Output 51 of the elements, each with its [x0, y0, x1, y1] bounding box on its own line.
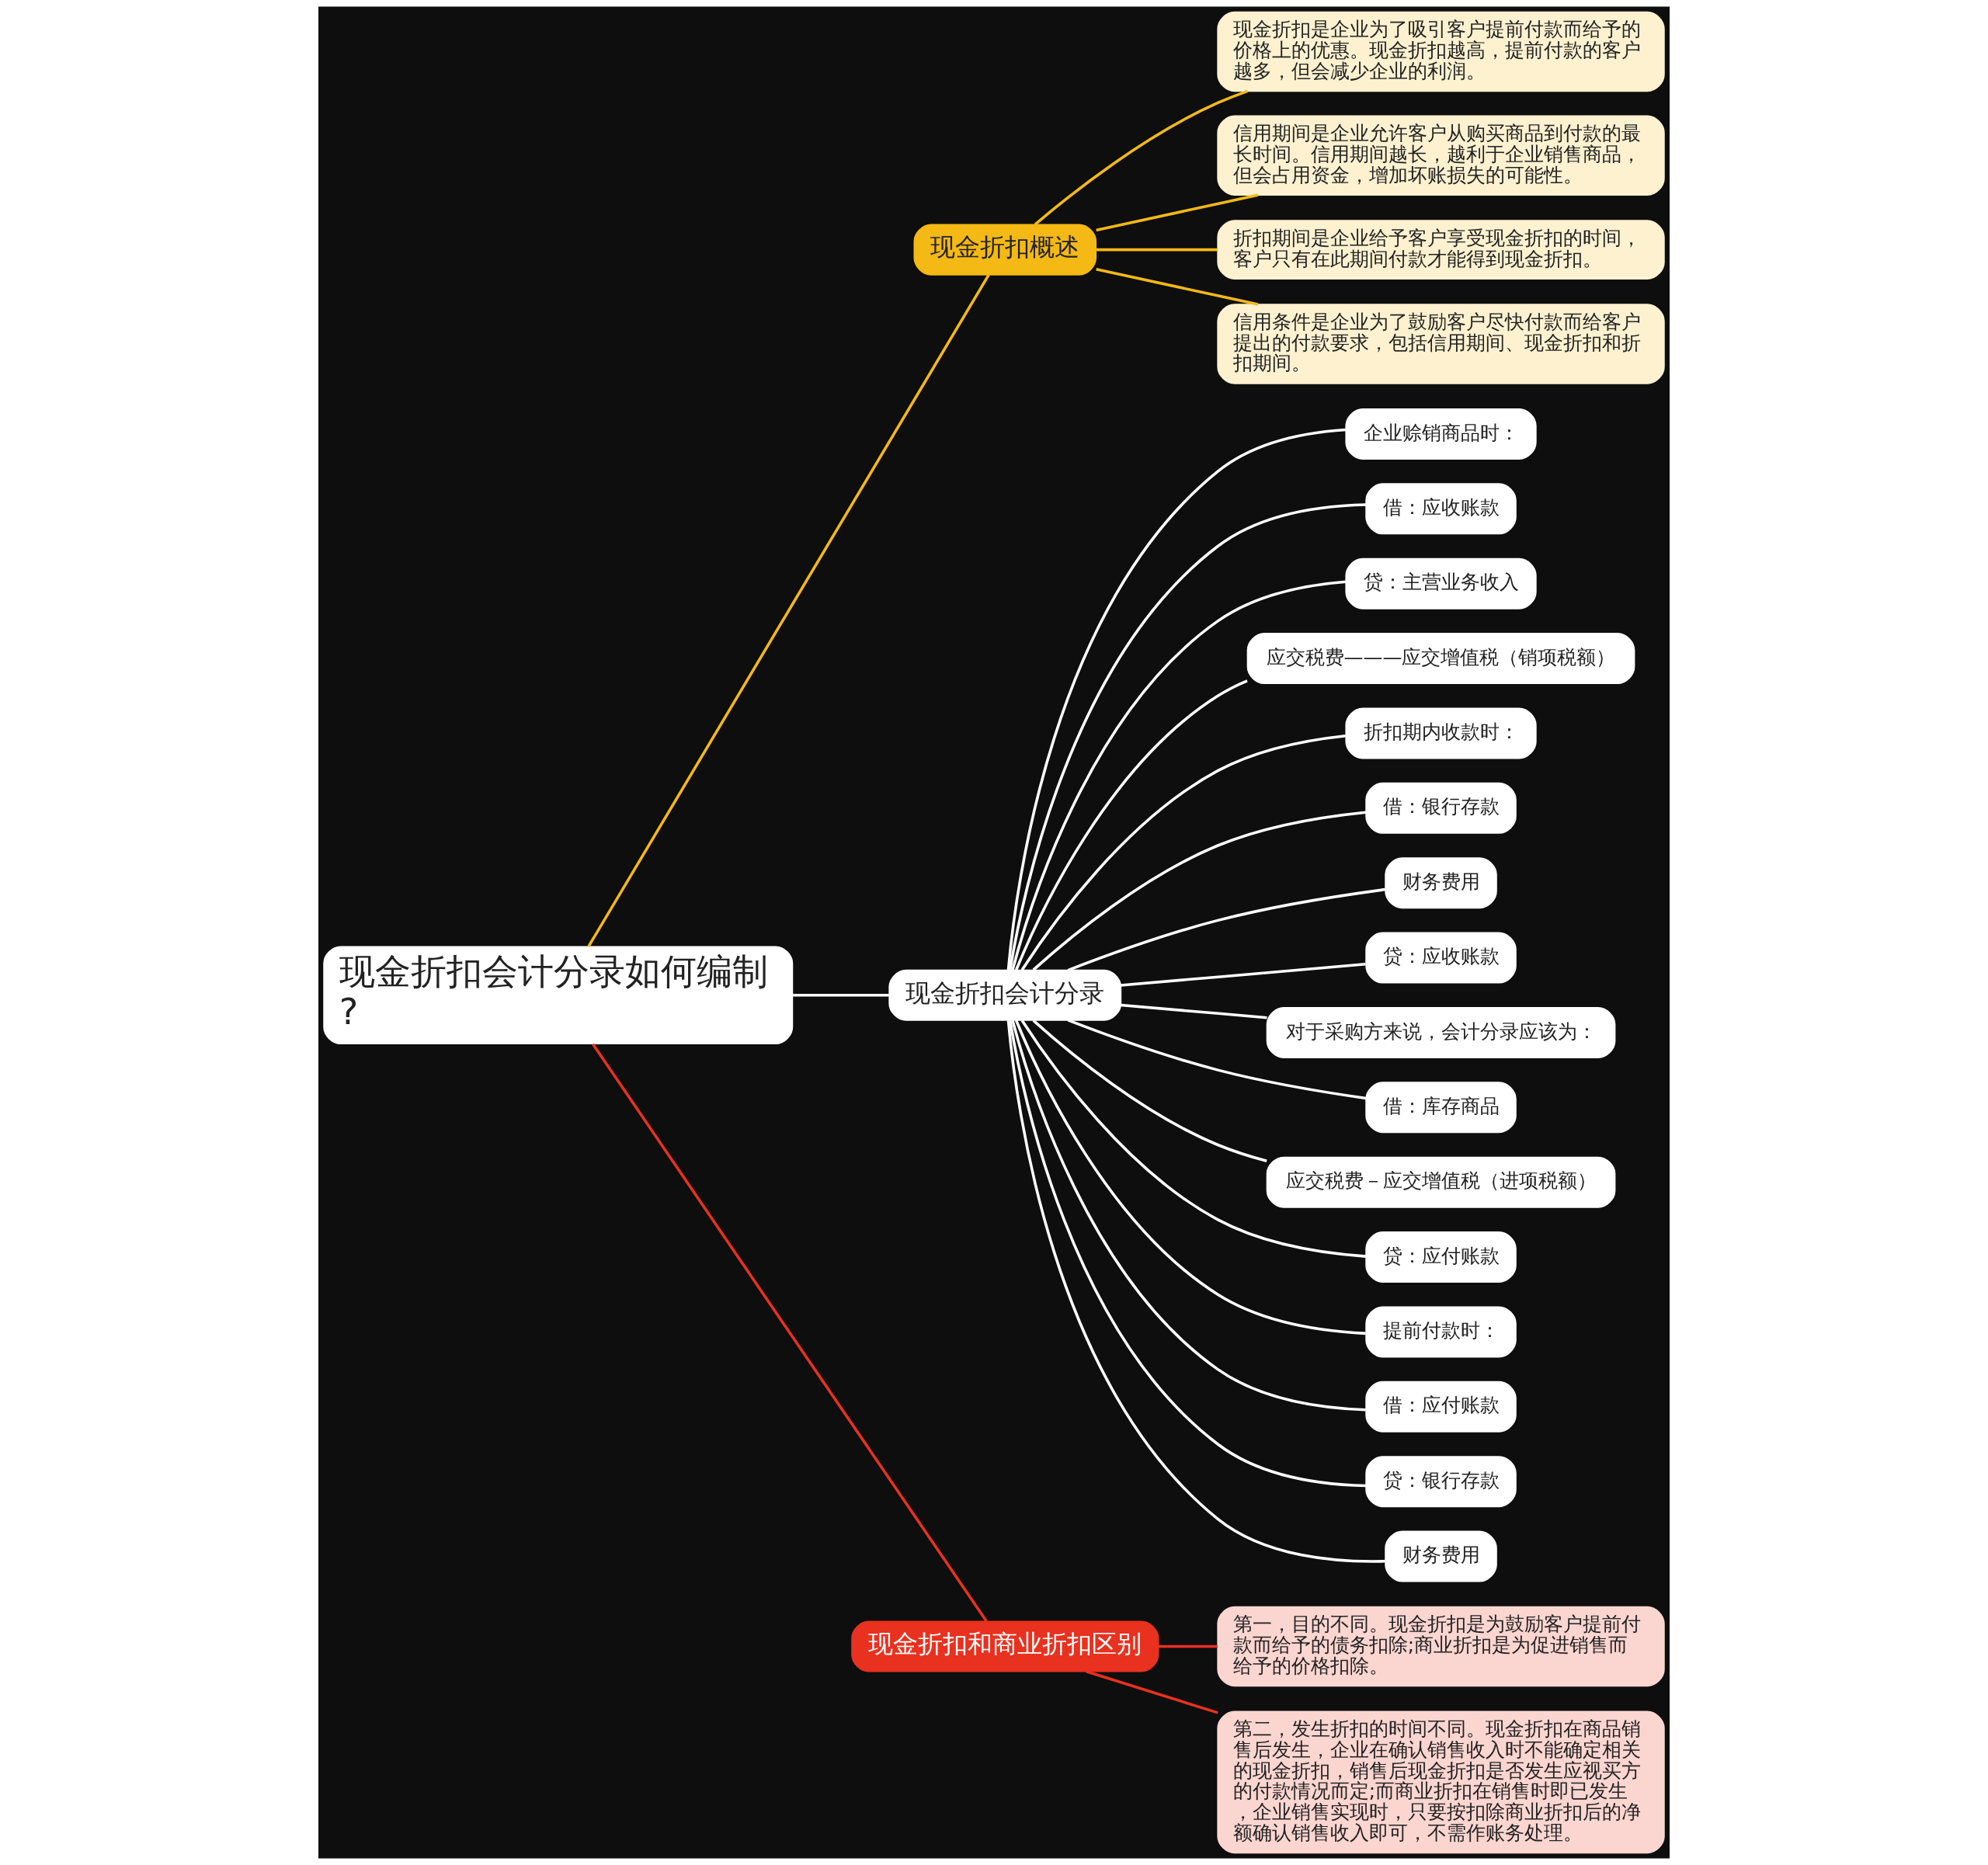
connector — [1014, 1019, 1366, 1335]
connector — [1034, 89, 1249, 226]
node-box: 信用条件是企业为了鼓励客户尽快付款而给客户提出的付款要求，包括信用期间、现金折扣和折扣期间。 — [1217, 304, 1665, 384]
node-box: 企业赊销商品时： — [1345, 408, 1537, 460]
connector — [1009, 1020, 1366, 1488]
connector — [1011, 580, 1347, 971]
node-box: 贷：应付账款 — [1365, 1231, 1517, 1283]
node-box: 信用期间是企业允许客户从购买商品到付款的最长时间。信用期间越长，越利于企业销售商品，但会占用资金，增加坏账损失的可能性。 — [1217, 115, 1665, 196]
node-box: 借：应收账款 — [1365, 483, 1517, 535]
connector — [1096, 193, 1259, 232]
node-box: 第一，目的不同。现金折扣是为鼓励客户提前付款而给予的债务扣除;商业折扣是为促进销售而给予的价格扣除。 — [1217, 1606, 1665, 1687]
connector — [1009, 503, 1366, 971]
node-box: 现金折扣会计分录如何编制? — [323, 946, 794, 1045]
connector — [1014, 679, 1248, 971]
connector — [792, 993, 889, 997]
node-box: 借：应付账款 — [1365, 1381, 1517, 1433]
node-box: 财务费用 — [1385, 857, 1497, 909]
connector — [592, 1043, 988, 1622]
node-box: 现金折扣和商业折扣区别 — [851, 1620, 1159, 1672]
node-box: 第二，发生折扣的时间不同。现金折扣在商品销售后发生，企业在确认销售收入时不能确定相关的现金折扣，销售后现金折扣是否发生应视买方的付款情况而定;而商业折扣在销售时即已发生，企业销售实现时，只要按扣除商业折扣后的净额确认销售收入即可，不需作账务处理。 — [1217, 1710, 1665, 1854]
connector — [1006, 428, 1347, 971]
node-box: 应交税费———应交增值税（销项税额） — [1246, 633, 1635, 685]
connector — [1096, 248, 1218, 252]
connector — [1067, 887, 1386, 972]
connector — [1006, 1020, 1385, 1563]
node-box: 对于采购方来说，会计分录应该为： — [1266, 1006, 1616, 1058]
node-box: 提前付款时： — [1365, 1306, 1517, 1358]
node-box: 贷：银行存款 — [1365, 1456, 1517, 1508]
connector — [1020, 1019, 1366, 1258]
node-box: 借：库存商品 — [1365, 1082, 1517, 1134]
node-box: 现金折扣会计分录 — [888, 969, 1122, 1021]
node-box: 现金折扣是企业为了吸引客户提前付款而给予的价格上的优惠。现金折扣越高，提前付款的客户越多，但会减少企业的利润。 — [1217, 11, 1665, 92]
node-box: 贷：主营业务收入 — [1345, 557, 1537, 610]
connector — [1121, 1003, 1267, 1019]
node-box: 借：银行存款 — [1365, 782, 1517, 834]
connector — [1011, 1019, 1366, 1412]
node-box: 折扣期内收款时： — [1345, 707, 1537, 759]
connector — [587, 274, 990, 947]
connector — [1020, 734, 1347, 971]
node-box: 折扣期间是企业给予客户享受现金折扣的时间，客户只有在此期间付款才能得到现金折扣。 — [1217, 220, 1665, 280]
connector — [1096, 268, 1259, 306]
connector — [1032, 1019, 1267, 1162]
connector — [1067, 1019, 1367, 1100]
connector — [1032, 811, 1367, 971]
node-box: 现金折扣概述 — [913, 224, 1097, 276]
node-box: 应交税费－应交增值税（进项税额） — [1266, 1156, 1616, 1208]
connector — [1086, 1670, 1218, 1714]
connector — [1158, 1644, 1218, 1648]
node-box: 财务费用 — [1385, 1530, 1497, 1582]
node-box: 贷：应收账款 — [1365, 932, 1517, 984]
connector — [1121, 963, 1366, 987]
